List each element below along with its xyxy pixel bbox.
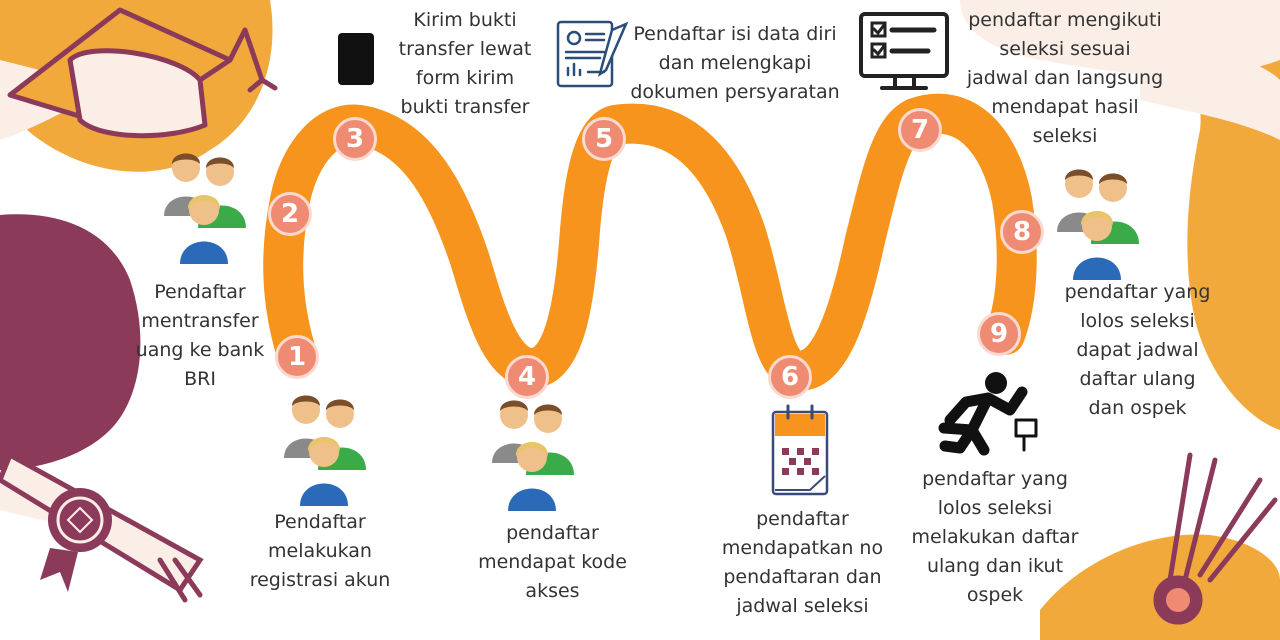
seal-icon xyxy=(40,488,112,592)
medal-icon xyxy=(1153,452,1278,625)
step-label-4: pendaftar mendapat kode akses xyxy=(478,522,627,602)
graduation-cap-icon xyxy=(7,7,278,139)
step-label-5: Pendaftar isi data diri dan melengkapi d… xyxy=(630,23,840,103)
people-group-icon xyxy=(492,400,574,511)
monitor-checklist-icon xyxy=(859,12,949,90)
process-path xyxy=(263,93,1037,391)
people-group-icon xyxy=(164,153,246,264)
smartphone-icon xyxy=(338,33,374,85)
calendar-icon xyxy=(771,404,829,496)
step-badge-3: 3 xyxy=(333,117,377,161)
step-label-1: Pendaftar mentransfer uang ke bank BRI xyxy=(135,281,265,390)
step-label-7: pendaftar mengikuti seleksi sesuai jadwa… xyxy=(966,9,1164,147)
step-label-8: pendaftar yang lolos seleksi dapat jadwa… xyxy=(1064,281,1211,419)
step-label-2: Pendaftar melakukan registrasi akun xyxy=(249,511,391,591)
step-label-9: pendaftar yang lolos seleksi melakukan d… xyxy=(911,468,1079,606)
step-badge-7: 7 xyxy=(898,108,942,152)
step-badge-5: 5 xyxy=(582,117,626,161)
step-label-6: pendaftar mendapatkan no pendaftaran dan… xyxy=(721,508,884,617)
people-group-icon xyxy=(1057,169,1139,280)
runner-icon xyxy=(938,372,1038,456)
step-badge-1: 1 xyxy=(275,335,319,379)
step-badge-8: 8 xyxy=(1000,210,1044,254)
people-group-icon xyxy=(284,395,366,506)
step-badge-4: 4 xyxy=(505,355,549,399)
step-badge-9: 9 xyxy=(977,312,1021,356)
document-form-icon xyxy=(556,20,629,88)
step-label-3: Kirim bukti transfer lewat form kirim bu… xyxy=(398,9,532,118)
step-badge-6: 6 xyxy=(768,355,812,399)
step-badge-2: 2 xyxy=(268,192,312,236)
